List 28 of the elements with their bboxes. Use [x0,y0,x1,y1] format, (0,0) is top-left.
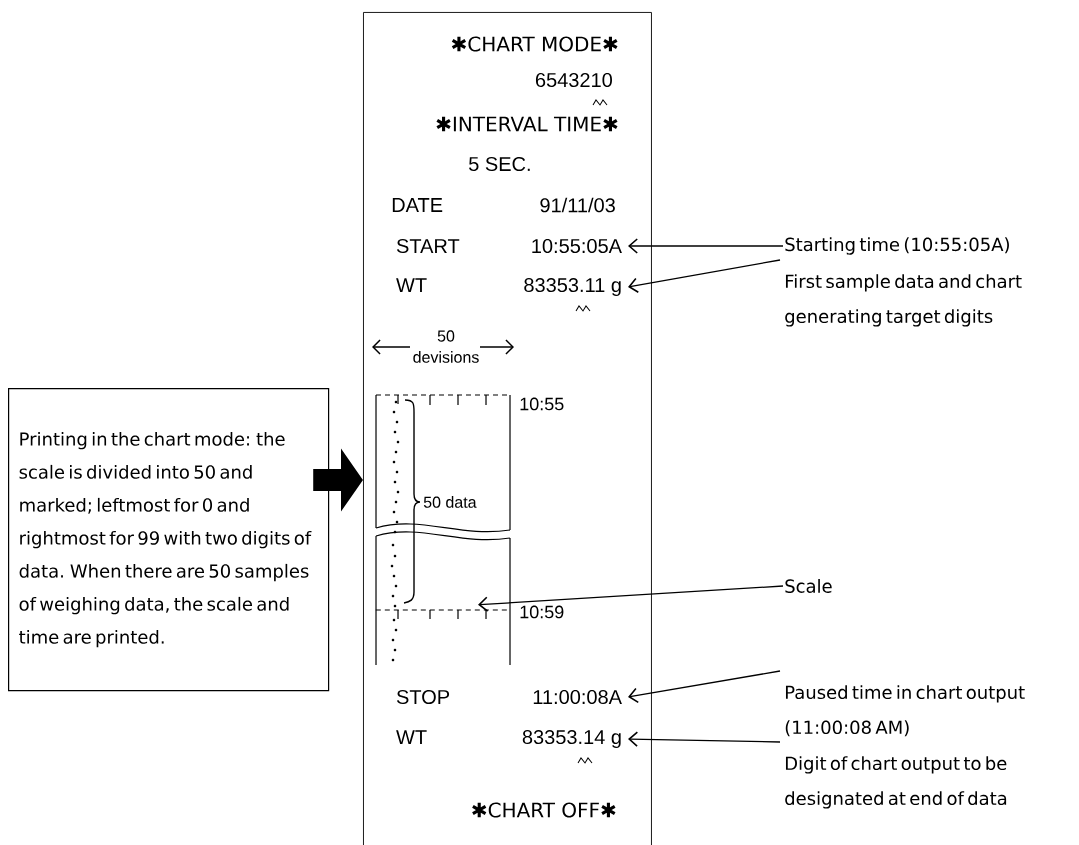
annotation-text: Paused time in chart output (11:00:08 AM) [785,685,1025,737]
printout-text: 10:55 [520,397,564,411]
printout-text: 50 [437,330,455,342]
annotation-text: Starting time (10:55:05A) [785,237,1009,255]
printout-paper [363,12,652,845]
printout-text: DATE [392,198,443,212]
leader-arrow [478,585,784,612]
annotation-text: First sample data and chart generating target digits [785,274,1022,327]
printout-text: 50 data [423,496,477,508]
annotation-text: Digit of chart output to be designated at end of data [785,756,1007,809]
note-box: Printing in the chart mode: the scale is divided into 50 and marked; leftmost for 0 and rightmost for 99 with two digits of data. When there are 50 samples of weighing data, the scale and time are printed. [8,388,330,692]
printout-line: STOP 11:00:08A [396,689,622,705]
leader-arrow [628,259,781,294]
printout-text: ✱CHART OFF✱ [472,802,616,818]
printout-text: 6543210 [535,72,612,88]
printout-line: START 10:55:05A [396,238,622,254]
printout-text: ✱INTERVAL TIME✱ [436,116,618,132]
leader-arrow [628,670,781,704]
printout-line: WT 83353.11 g [396,277,621,297]
printout-line: WT 83353.14 g [396,729,621,749]
printout-text: 91/11/03 [540,197,615,213]
printout-text: 10:59 [520,605,564,619]
printout-text: ✱CHART MODE✱ [451,36,618,52]
leader-arrow [628,731,781,747]
printout-text: devisions [413,351,479,363]
annotation-text: Scale [785,579,832,593]
leader-arrow [628,238,784,254]
printout-text: 5 SEC. [469,156,530,172]
